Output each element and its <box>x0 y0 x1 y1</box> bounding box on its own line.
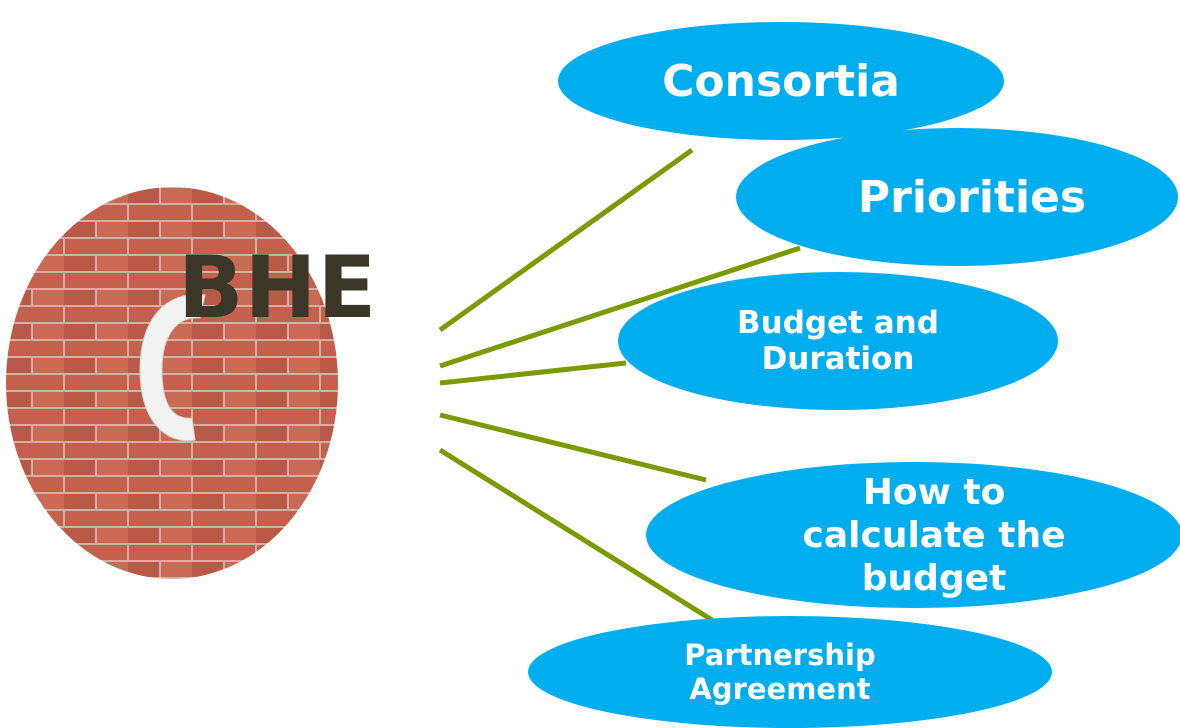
center-label: BHE <box>178 238 378 338</box>
connector-priorities <box>439 245 801 369</box>
connector-budget <box>439 360 627 386</box>
node-budget-duration-label: Budget and Duration <box>737 305 939 377</box>
node-consortia: Consortia <box>558 22 1004 140</box>
letter-c-icon <box>139 293 206 442</box>
connector-consortia <box>438 147 694 333</box>
node-partnership-agreement-label: Partnership Agreement <box>684 638 876 706</box>
connector-calc <box>439 412 707 483</box>
connector-partner <box>438 447 714 623</box>
connectors <box>438 147 801 623</box>
node-partnership-agreement: Partnership Agreement <box>528 616 1052 728</box>
center-image <box>6 187 338 579</box>
node-priorities: Priorities <box>736 128 1178 266</box>
node-calculate-budget: How to calculate the budget <box>646 462 1180 608</box>
node-calculate-budget-label: How to calculate the budget <box>802 471 1066 599</box>
node-consortia-label: Consortia <box>662 55 900 107</box>
node-priorities-label: Priorities <box>857 171 1087 223</box>
node-budget-duration: Budget and Duration <box>618 272 1058 410</box>
